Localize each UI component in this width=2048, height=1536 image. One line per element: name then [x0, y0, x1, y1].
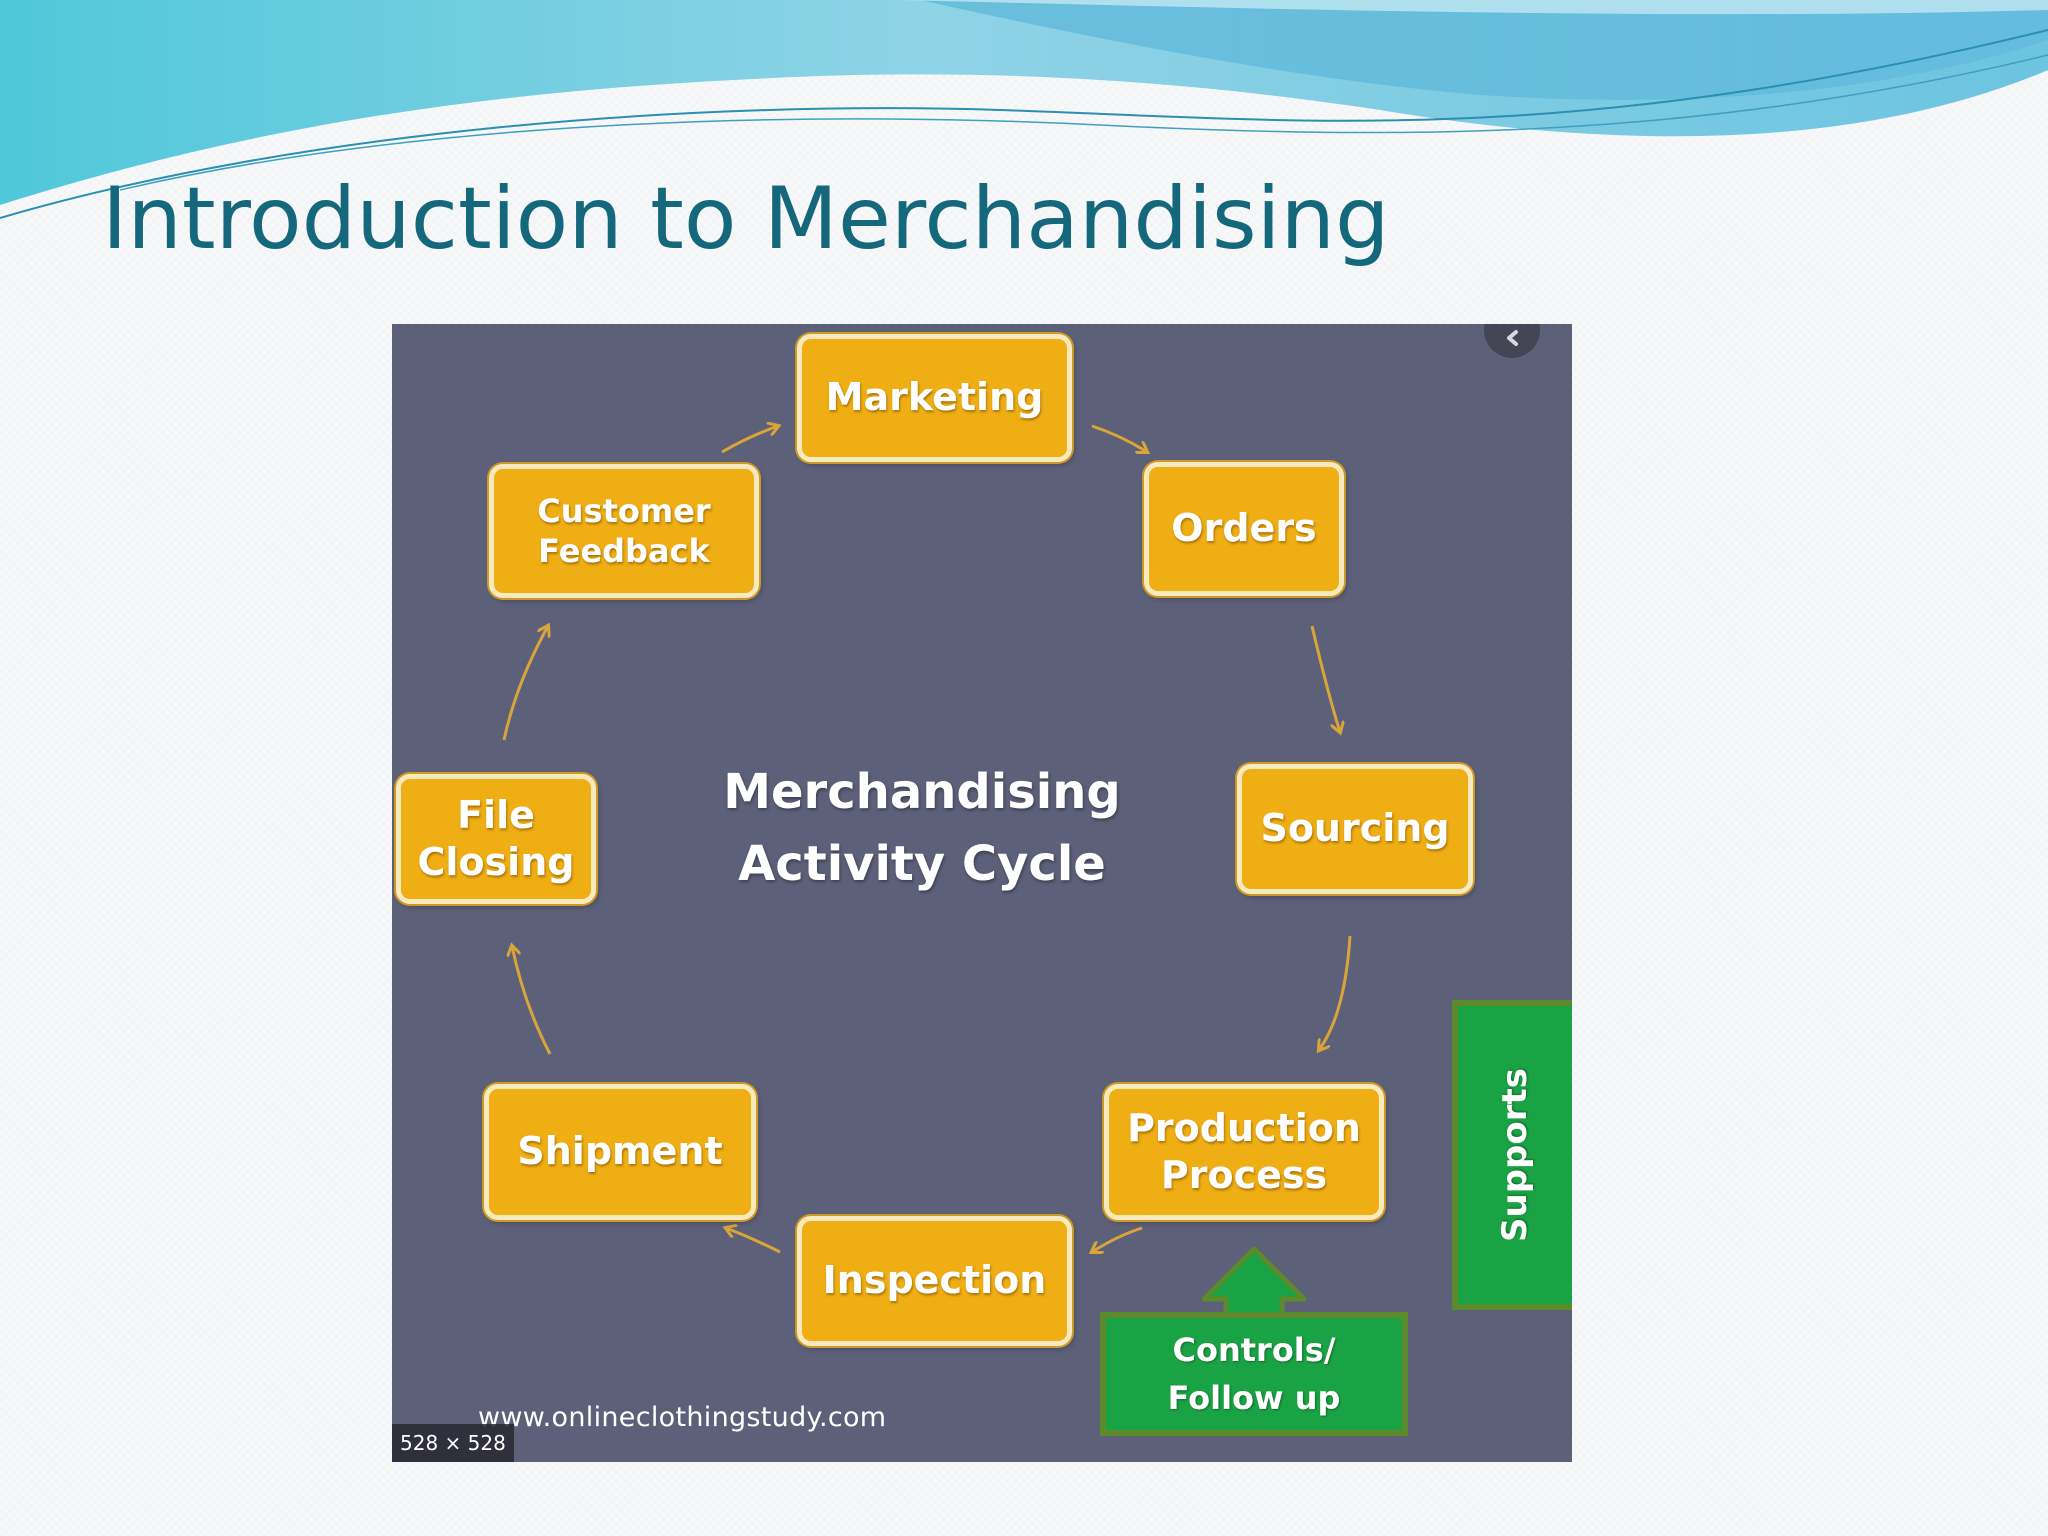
supports-label: Supports	[1495, 1068, 1535, 1242]
diagram-center-label: Merchandising Activity Cycle	[723, 764, 1121, 892]
arrow-marketing-to-orders	[1091, 424, 1147, 452]
arrow-feedback-to-marketing	[721, 426, 778, 454]
chevron-left-icon[interactable]	[1484, 324, 1540, 358]
node-inspection: Inspection	[797, 1216, 1072, 1346]
arrow-production-to-inspection	[1092, 1226, 1143, 1252]
node-customer-feedback: Customer Feedback	[489, 464, 759, 598]
arrow-shipment-to-fileclosing	[512, 946, 552, 1055]
arrow-orders-to-sourcing	[1310, 625, 1340, 732]
supports-box: Supports	[1452, 1000, 1572, 1310]
node-sourcing: Sourcing	[1237, 764, 1473, 894]
node-shipment: Shipment	[484, 1084, 756, 1220]
controls-arrow	[1201, 1246, 1307, 1322]
merchandising-cycle-diagram: Marketing Orders Sourcing Production Pro…	[392, 324, 1572, 1462]
arrow-inspection-to-shipment	[726, 1228, 781, 1254]
node-production-process: Production Process	[1104, 1084, 1384, 1220]
chevron-left-icon-glyph	[1507, 330, 1518, 346]
image-dimensions-badge: 528 × 528	[392, 1424, 514, 1462]
slide-title: Introduction to Merchandising	[102, 169, 1390, 269]
node-file-closing: File Closing	[396, 774, 596, 904]
controls-follow-up-box: Controls/ Follow up	[1100, 1312, 1408, 1436]
node-orders: Orders	[1144, 462, 1344, 596]
node-marketing: Marketing	[797, 334, 1072, 462]
source-credit: www.onlineclothingstudy.com	[478, 1402, 887, 1433]
arrow-fileclosing-to-feedback	[502, 626, 548, 741]
header-wave-decoration	[0, 0, 2048, 219]
arrow-sourcing-to-production	[1319, 935, 1352, 1050]
